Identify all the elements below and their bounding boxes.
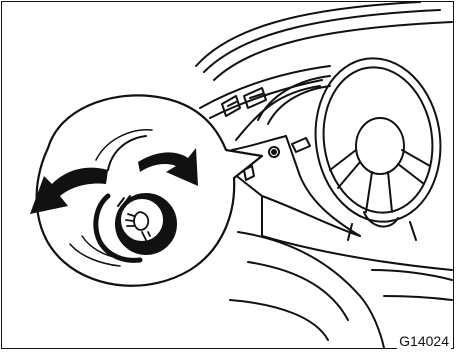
lower-console — [230, 232, 452, 348]
callout-bubble — [37, 95, 262, 285]
windshield-lines — [196, 2, 452, 80]
figure-code-label: G14024 — [397, 333, 451, 349]
